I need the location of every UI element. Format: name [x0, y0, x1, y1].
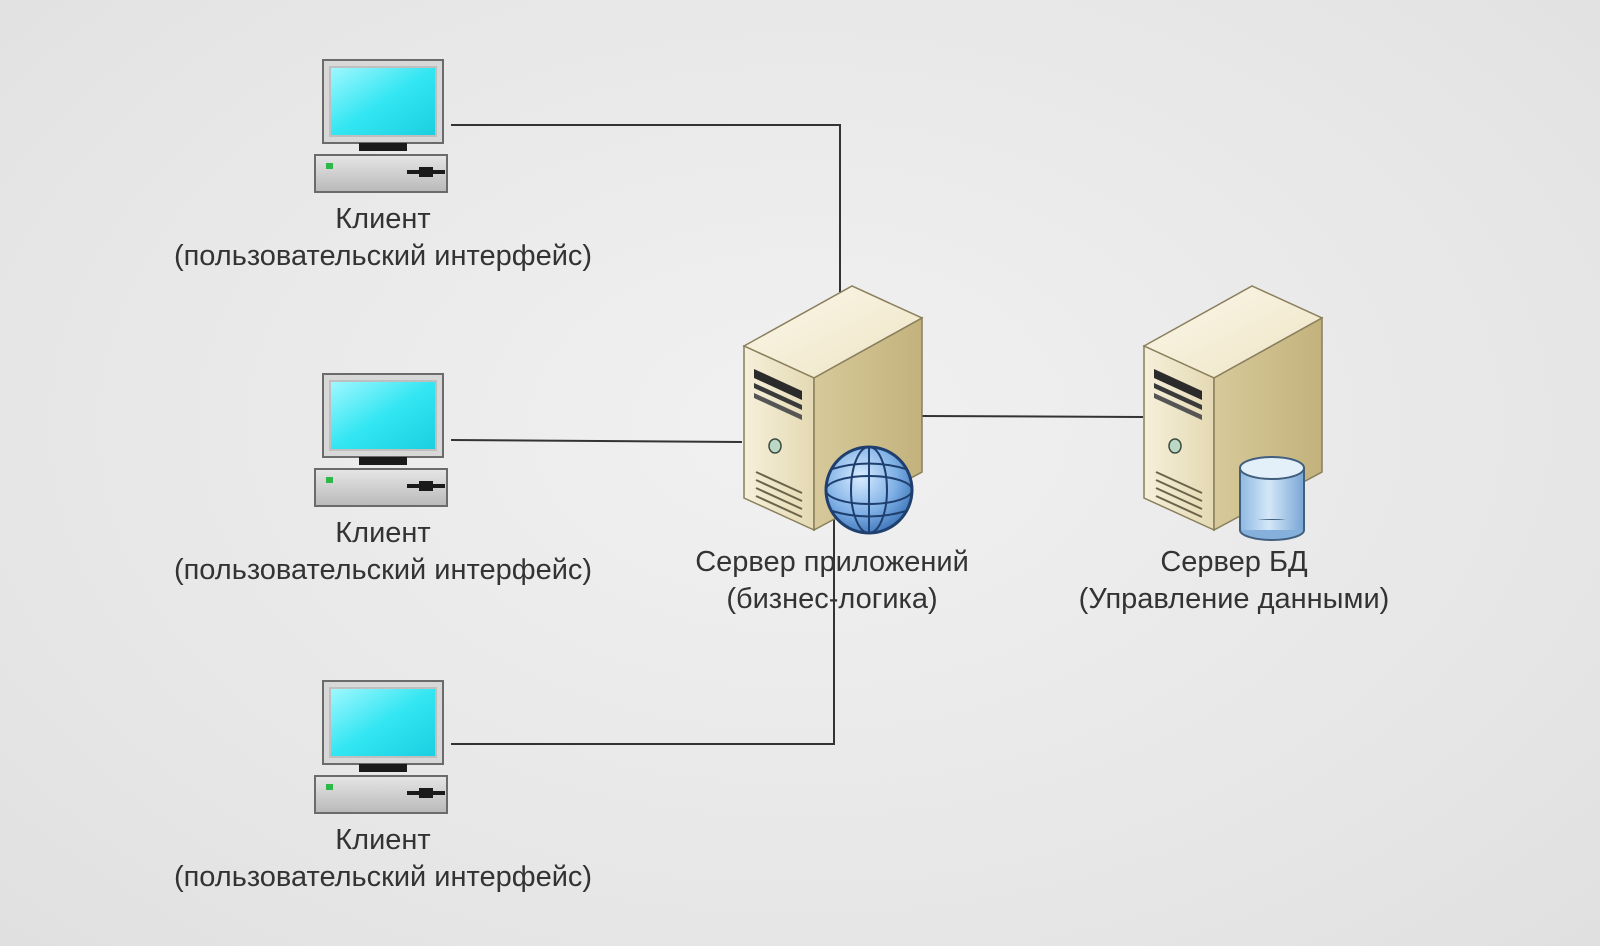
client-title: Клиент	[335, 824, 431, 856]
connector-client1-appserver	[451, 124, 841, 292]
client-subtitle: (пользовательский интерфейс)	[173, 240, 593, 272]
client-label: Клиент (пользовательский интерфейс)	[150, 515, 616, 589]
app-server-title: Сервер приложений	[695, 546, 969, 578]
client-title: Клиент	[335, 203, 431, 235]
connector-appserver-dbserver	[921, 415, 1144, 418]
client-computer-icon	[314, 59, 448, 193]
db-server-title: Сервер БД	[1160, 546, 1308, 578]
client-label: Клиент (пользовательский интерфейс)	[150, 822, 616, 896]
connectors	[450, 124, 1144, 745]
connector-client3-appserver	[451, 513, 835, 745]
db-server-label: Сервер БД (Управление данными)	[1052, 544, 1416, 618]
db-server-subtitle: (Управление данными)	[1078, 583, 1390, 615]
client-label: Клиент (пользовательский интерфейс)	[150, 201, 616, 275]
client-computer-icon	[314, 680, 448, 814]
database-icon	[1239, 456, 1305, 541]
globe-icon	[824, 445, 914, 535]
client-title: Клиент	[335, 517, 431, 549]
app-server-label: Сервер приложений (бизнес-логика)	[662, 544, 1002, 618]
app-server-subtitle: (бизнес-логика)	[726, 583, 938, 615]
client-computer-icon	[314, 373, 448, 507]
client-subtitle: (пользовательский интерфейс)	[173, 861, 593, 893]
connector-client2-appserver	[450, 439, 743, 443]
client-subtitle: (пользовательский интерфейс)	[173, 554, 593, 586]
